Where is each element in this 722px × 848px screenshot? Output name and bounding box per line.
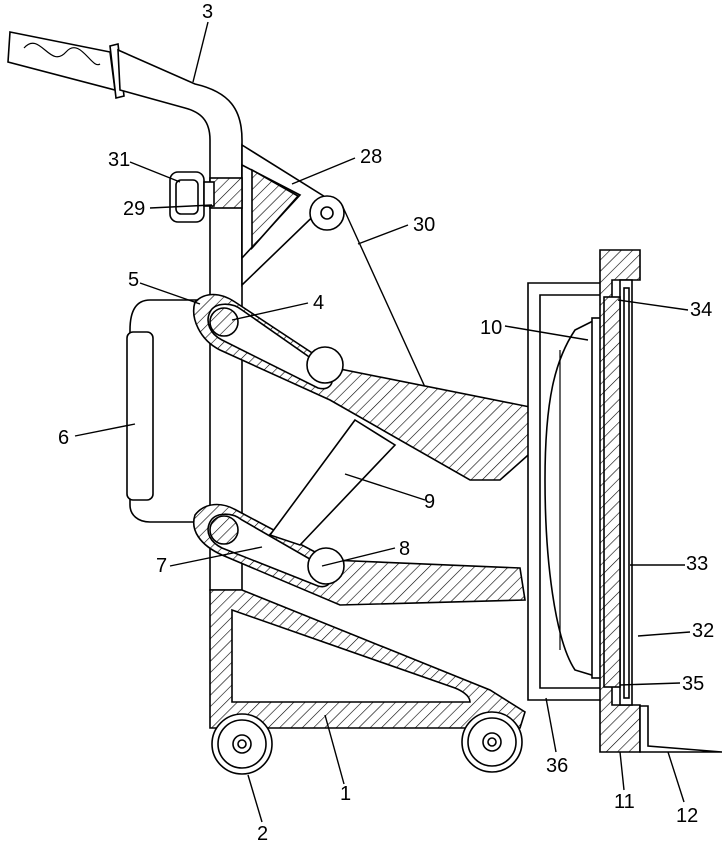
side-grip <box>127 300 205 522</box>
label-31: 31 <box>108 149 130 171</box>
label-32: 32 <box>692 620 714 642</box>
label-11: 11 <box>614 791 635 813</box>
label-8: 8 <box>399 538 410 560</box>
label-35: 35 <box>682 673 704 695</box>
blade <box>640 706 722 752</box>
label-6: 6 <box>58 427 69 449</box>
label-10: 10 <box>480 317 502 339</box>
label-2: 2 <box>257 823 268 845</box>
knob <box>170 172 214 222</box>
label-29: 29 <box>123 198 145 220</box>
label-3: 3 <box>202 1 213 23</box>
label-34: 34 <box>690 299 712 321</box>
label-7: 7 <box>156 555 167 577</box>
label-1: 1 <box>340 783 351 805</box>
label-30: 30 <box>413 214 435 236</box>
label-12: 12 <box>676 805 698 827</box>
housing <box>600 250 640 752</box>
label-5: 5 <box>128 269 139 291</box>
right-wheel <box>462 712 522 772</box>
label-33: 33 <box>686 553 708 575</box>
label-9: 9 <box>424 491 435 513</box>
left-wheel <box>212 714 272 774</box>
base-frame <box>210 590 525 728</box>
label-28: 28 <box>360 146 382 168</box>
label-36: 36 <box>546 755 568 777</box>
label-4: 4 <box>313 292 324 314</box>
connecting-link <box>270 420 395 545</box>
